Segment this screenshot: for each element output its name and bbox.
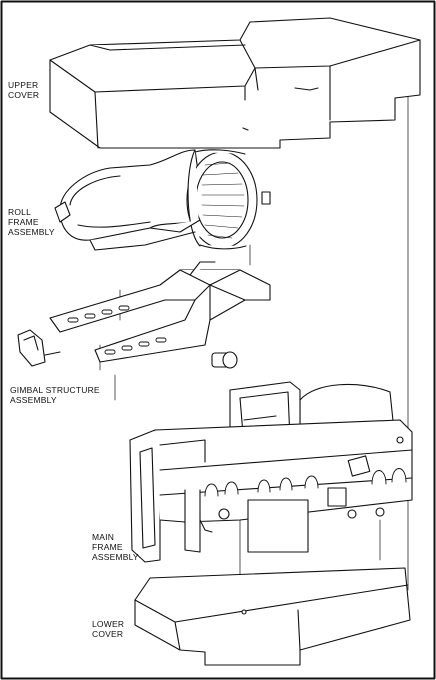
label-line: LOWER [92, 619, 125, 629]
gimbal-structure-part [17, 261, 271, 369]
label-line: ASSEMBLY [92, 552, 139, 562]
label-line: MAIN [92, 532, 115, 542]
label-line: FRAME [8, 217, 39, 227]
lower-cover-part [134, 567, 411, 666]
roll-frame-part [54, 149, 271, 251]
label-gimbal-structure-assembly: GIMBAL STRUCTURE ASSEMBLY [10, 385, 100, 405]
main-frame-part [129, 381, 413, 563]
label-line: GIMBAL STRUCTURE [10, 385, 100, 395]
upper-cover-part [49, 17, 421, 149]
label-upper-cover: UPPER COVER [8, 80, 39, 100]
label-lower-cover: LOWER COVER [92, 619, 124, 639]
label-roll-frame-assembly: ROLL FRAME ASSEMBLY [8, 207, 55, 237]
label-main-frame-assembly: MAIN FRAME ASSEMBLY [92, 532, 139, 562]
label-line: ASSEMBLY [10, 395, 57, 405]
label-line: COVER [92, 629, 124, 639]
label-line: ROLL [8, 207, 32, 217]
label-line: UPPER [8, 80, 39, 90]
label-line: ASSEMBLY [8, 227, 55, 237]
label-line: FRAME [92, 542, 123, 552]
label-line: COVER [8, 90, 40, 100]
